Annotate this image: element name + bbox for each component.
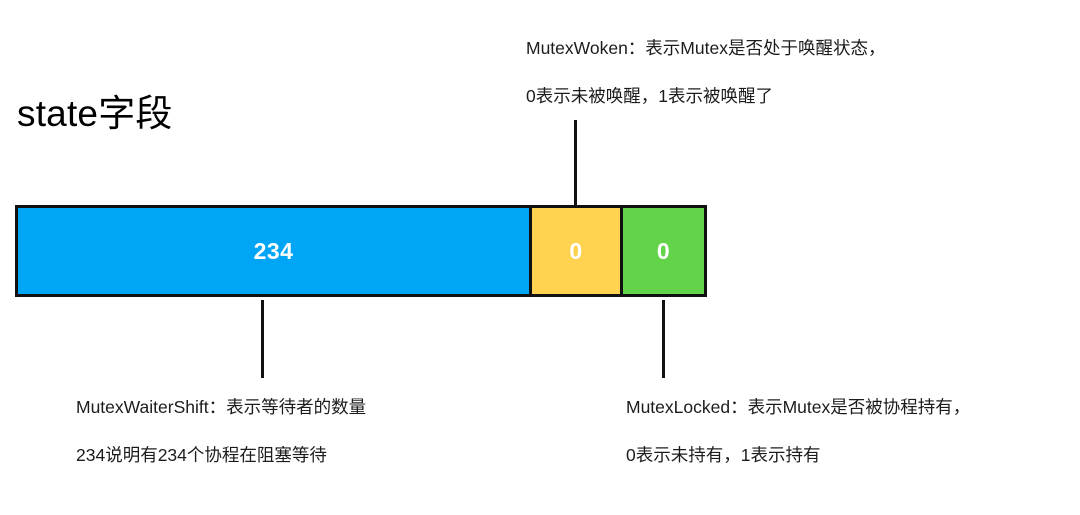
- annotation-locked: MutexLocked：表示Mutex是否被协程持有， 0表示未持有，1表示持有: [626, 383, 970, 479]
- segment-value-waiters: 234: [253, 237, 294, 264]
- bitfield-segment-waiters: 234: [18, 208, 529, 294]
- segment-value-locked: 0: [656, 237, 671, 264]
- annotation-waiters-line2: 234说明有234个协程在阻塞等待: [76, 445, 327, 465]
- annotation-waiters-line1: MutexWaiterShift：表示等待者的数量: [76, 397, 367, 417]
- state-bitfield-bar: 234 0 0: [15, 205, 707, 297]
- segment-value-woken: 0: [569, 237, 583, 264]
- leader-line-waiters: [261, 300, 264, 378]
- annotation-locked-line2: 0表示未持有，1表示持有: [626, 445, 821, 465]
- annotation-locked-line1: MutexLocked：表示Mutex是否被协程持有，: [626, 397, 971, 417]
- annotation-waiters: MutexWaiterShift：表示等待者的数量 234说明有234个协程在阻…: [76, 383, 366, 479]
- annotation-woken-line1: MutexWoken：表示Mutex是否处于唤醒状态，: [526, 38, 886, 58]
- page-title: state字段: [17, 93, 173, 134]
- bitfield-segment-locked: 0: [620, 208, 704, 294]
- annotation-woken: MutexWoken：表示Mutex是否处于唤醒状态， 0表示未被唤醒，1表示被…: [526, 24, 885, 120]
- annotation-woken-line2: 0表示未被唤醒，1表示被唤醒了: [526, 86, 773, 106]
- leader-line-woken: [574, 120, 577, 205]
- leader-line-locked: [662, 300, 665, 378]
- bitfield-segment-woken: 0: [529, 208, 620, 294]
